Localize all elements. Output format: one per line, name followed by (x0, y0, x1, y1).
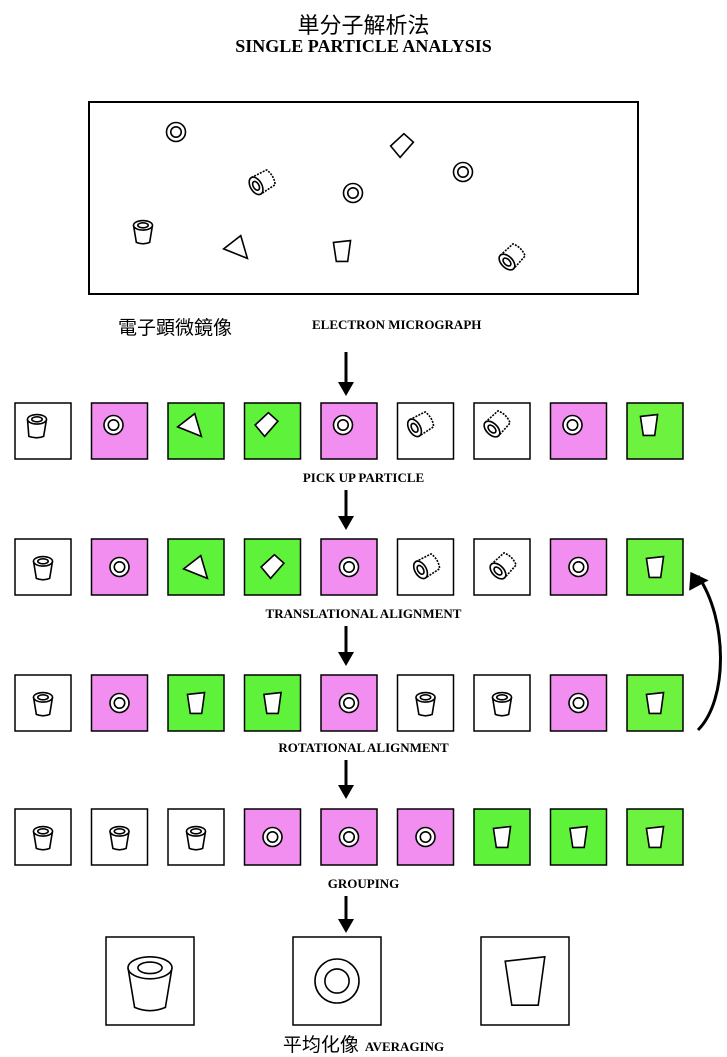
tile-green-trap (626, 538, 684, 596)
stage-label-pick-up: PICK UP PARTICLE (302, 470, 425, 485)
averaging-label-english: AVERAGING (364, 1039, 445, 1054)
tile-pink-ring (320, 674, 378, 732)
cup-icon (132, 219, 154, 245)
tile-green-trap (626, 674, 684, 732)
average-cup (105, 936, 195, 1026)
stage-label-grouping: GROUPING (327, 876, 400, 891)
tile-green-quad-a (167, 538, 225, 596)
averaging-label-japanese: 平均化像 (282, 1034, 359, 1056)
tile-white-tube-a (396, 402, 455, 460)
title-english: SINGLE PARTICLE ANALYSIS (235, 36, 492, 56)
tile-pink-ring (396, 808, 455, 866)
tile-pink-ring (549, 674, 608, 732)
tile-pink-ring (549, 538, 608, 596)
tile-green-trap (167, 674, 225, 732)
arrow-down-icon (338, 352, 354, 396)
averaging-label: 平均化像 AVERAGING (0, 1030, 727, 1057)
tile-pink-ring (90, 538, 149, 596)
tile-white-cup (473, 674, 531, 732)
ring-icon (452, 161, 474, 183)
arrow-down-icon (338, 760, 354, 799)
stage-label-translational: TRANSLATIONAL ALIGNMENT (265, 606, 462, 621)
average-trap (480, 936, 570, 1026)
tube-side-icon (248, 168, 276, 196)
average-ring (292, 936, 382, 1026)
tile-white-cup (396, 674, 455, 732)
tile-pink-ring (90, 402, 149, 460)
tile-green-trap (626, 402, 684, 460)
tile-green-trap (243, 674, 302, 732)
tile-white-cup-tilt (14, 402, 72, 460)
tile-pink-ring (243, 808, 302, 866)
tile-white-cup (14, 674, 72, 732)
tube-side-icon (498, 242, 527, 271)
tile-white-cup (167, 808, 225, 866)
stage-label-rotational: ROTATIONAL ALIGNMENT (278, 740, 449, 755)
tile-white-cup (14, 538, 72, 596)
tile-white-cup (14, 808, 72, 866)
ring-icon (342, 182, 364, 204)
arrow-down-icon (338, 626, 354, 666)
tile-pink-ring (90, 674, 149, 732)
micrograph-particles (132, 121, 527, 271)
tile-green-trap (626, 808, 684, 866)
tile-white-tube-b (473, 538, 531, 596)
iterate-loop-icon (689, 571, 722, 732)
micrograph-label-japanese: 電子顕微鏡像 (118, 317, 233, 339)
tile-green-quad-a (167, 402, 225, 460)
tile-pink-ring (320, 538, 378, 596)
quad-icon (222, 234, 249, 260)
averaging-results (105, 936, 570, 1026)
tile-pink-ring (320, 808, 378, 866)
trapezoid-icon (332, 239, 352, 263)
tile-white-tube-a (396, 538, 455, 596)
tile-green-trap (473, 808, 531, 866)
tile-green-quad-b (243, 538, 302, 596)
arrow-down-icon (338, 896, 354, 933)
tile-pink-ring (549, 402, 608, 460)
arrow-down-icon (338, 490, 354, 530)
quad-icon (389, 132, 415, 159)
tile-white-tube-b (473, 402, 531, 460)
micrograph-label-english: ELECTRON MICROGRAPH (312, 317, 482, 332)
ring-icon (165, 121, 187, 143)
tile-green-quad-b (243, 402, 302, 460)
tile-white-cup (90, 808, 149, 866)
tile-rows (14, 402, 684, 866)
title-japanese: 単分子解析法 (297, 14, 430, 39)
tile-pink-ring (320, 402, 378, 460)
tile-green-trap (549, 808, 608, 866)
